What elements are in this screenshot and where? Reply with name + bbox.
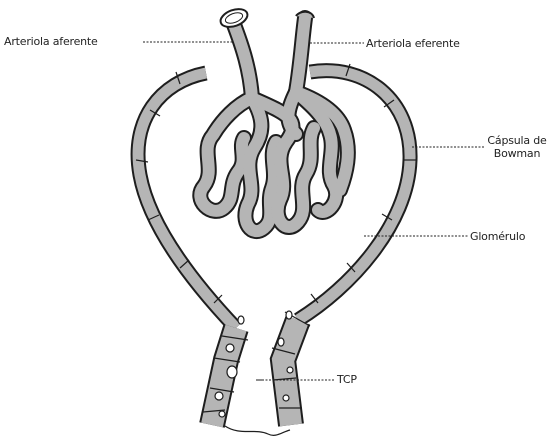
- efferent-arteriole-label: Arteriola eferente: [366, 37, 460, 50]
- glomerulus-label: Glomérulo: [470, 230, 525, 243]
- bowman-capsule-label-line2: Bowman: [486, 147, 548, 160]
- glomerulus-capillaries: [200, 6, 348, 231]
- proximal-tubule: [203, 311, 310, 435]
- bowman-capsule-label-line1: Cápsula de: [486, 134, 548, 147]
- bowman-capsule-label: Cápsula de Bowman: [486, 134, 548, 160]
- tcp-label: TCP: [337, 373, 357, 386]
- afferent-arteriole-label: Arteriola aferente: [4, 35, 98, 48]
